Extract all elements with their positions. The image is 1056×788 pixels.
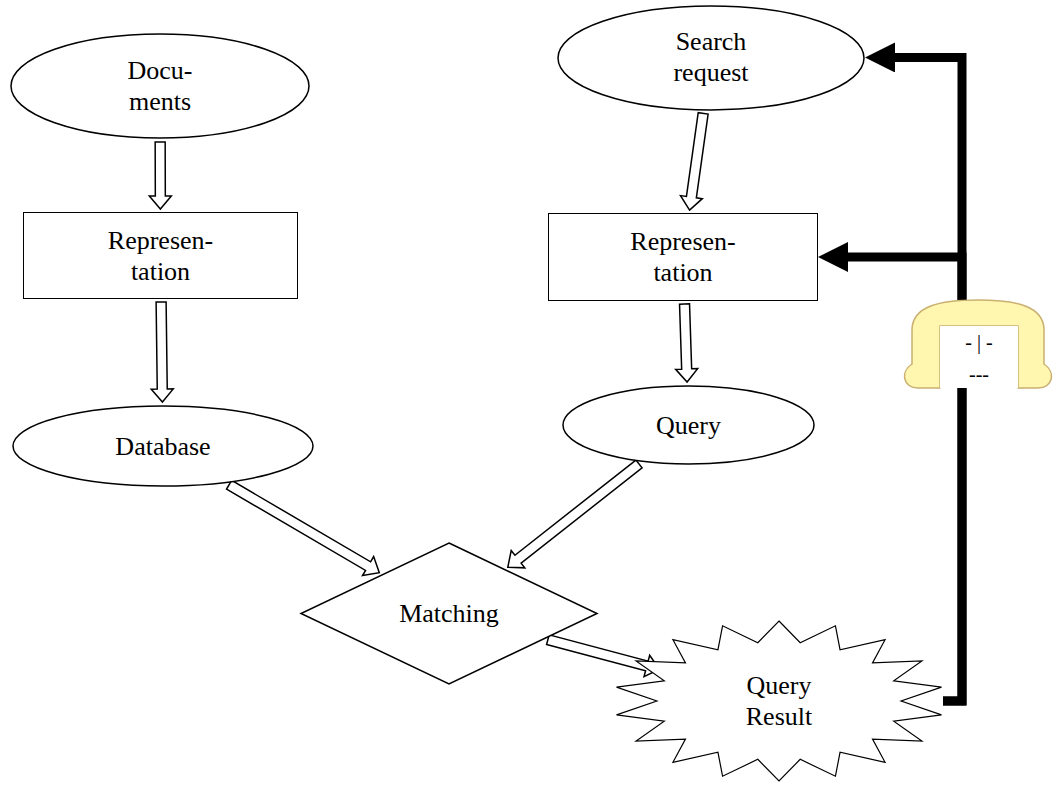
node-text: Represen- tation: [96, 225, 226, 287]
node-text: Docu- ments: [115, 55, 205, 117]
node-text: Database: [115, 431, 210, 462]
user-face: [940, 326, 1018, 388]
node-text: Matching: [399, 598, 499, 629]
node-text: Represen- tation: [618, 226, 748, 288]
ellipse-outline: [563, 386, 814, 464]
node-text: Query: [656, 410, 721, 441]
source-ellipse: Docu- ments: [10, 33, 310, 139]
diamond-outline: [301, 543, 597, 684]
starburst-outline: [617, 621, 942, 781]
ellipse-outline: [13, 406, 313, 486]
flow-arrow: [676, 304, 698, 382]
decision-diamond: Matching: [300, 542, 598, 685]
store-ellipse: Database: [12, 405, 314, 487]
request-ellipse: Search request: [557, 5, 865, 111]
flow-arrow: [681, 113, 709, 210]
node-outline: [557, 5, 865, 111]
flow-arrow: [227, 480, 380, 575]
face-mark: - | -: [965, 331, 992, 353]
node-text: Query Result: [729, 670, 829, 732]
user-hair: [905, 300, 1052, 388]
flow-arrow: [151, 302, 173, 402]
face-mark: ---: [969, 363, 989, 385]
flow-arrow: [547, 635, 660, 677]
node-text: Search request: [651, 26, 771, 88]
flow-arrow: [149, 142, 171, 209]
flow-arrow: [508, 460, 642, 568]
ellipse-outline: [11, 34, 309, 138]
query-ellipse: Query: [562, 385, 815, 465]
process-box: Represen- tation: [23, 212, 298, 299]
node-outline: [613, 620, 945, 782]
node-outline: [10, 33, 310, 139]
result-starburst: Query Result: [613, 620, 945, 782]
process-box: Represen- tation: [548, 213, 818, 301]
ellipse-outline: [558, 6, 864, 110]
